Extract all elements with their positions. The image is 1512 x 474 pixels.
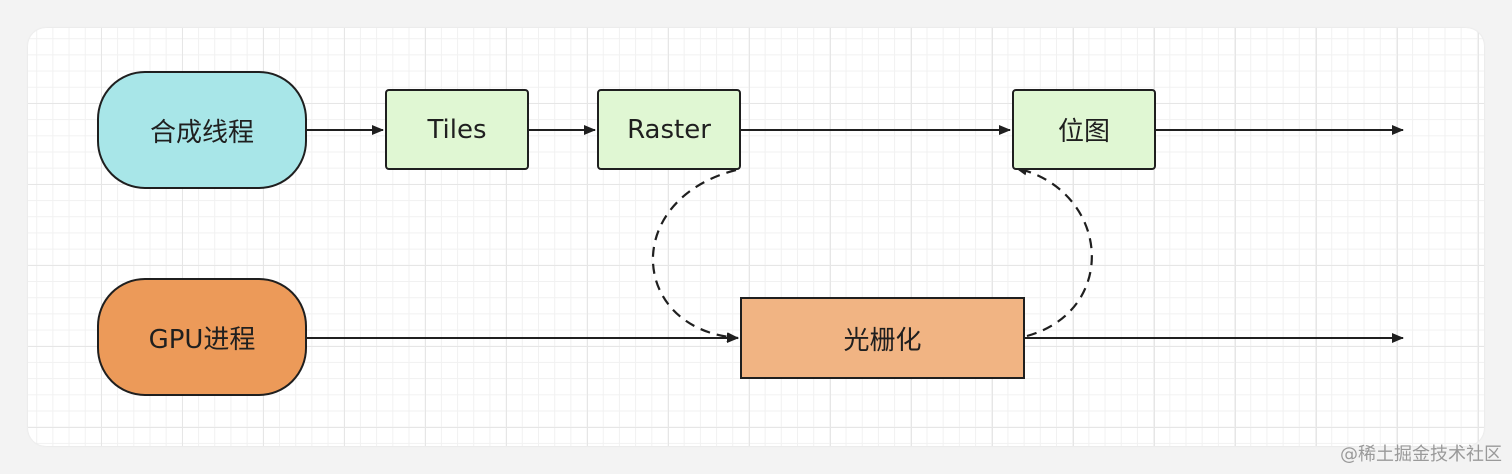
node-raster-label: Raster [627, 114, 711, 145]
node-compositor-label: 合成线程 [149, 117, 254, 148]
node-bitmap: 位图 [1012, 89, 1156, 170]
node-bitmap-label: 位图 [1057, 117, 1110, 147]
node-gpu-label: GPU进程 [148, 324, 256, 355]
node-tiles: Tiles [385, 89, 529, 170]
node-rasterize-label: 光栅化 [843, 325, 922, 356]
watermark: @稀土掘金技术社区 [1340, 444, 1502, 465]
node-compositor-thread: 合成线程 [97, 71, 307, 189]
dashed-raster-to-rasterize [651, 168, 739, 343]
dashed-rasterize-to-bitmap [1015, 165, 1093, 338]
node-rasterize: 光栅化 [740, 297, 1025, 379]
node-gpu-process: GPU进程 [97, 278, 307, 396]
node-tiles-label: Tiles [427, 114, 487, 145]
node-raster: Raster [597, 89, 741, 170]
